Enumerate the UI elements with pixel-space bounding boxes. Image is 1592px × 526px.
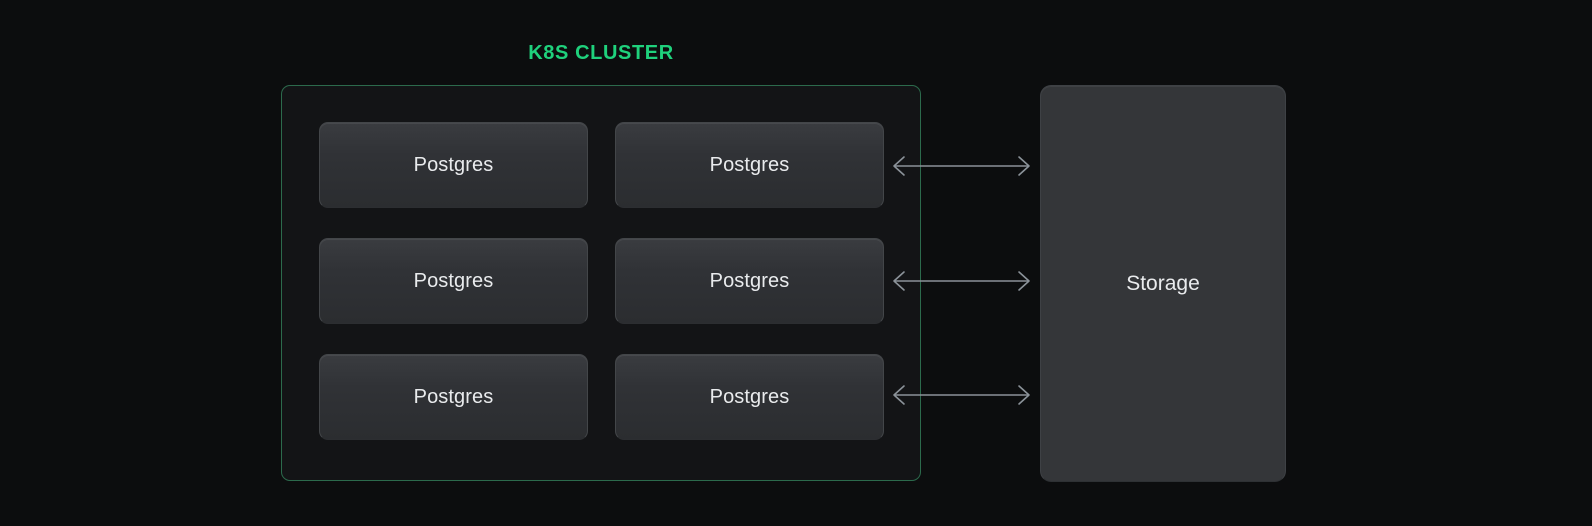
postgres-node-label: Postgres bbox=[709, 154, 790, 176]
postgres-node[interactable]: Postgres bbox=[319, 122, 588, 208]
postgres-node-label: Postgres bbox=[413, 154, 494, 176]
postgres-node-grid: Postgres Postgres Postgres Postgres Post… bbox=[319, 122, 884, 441]
postgres-node-label: Postgres bbox=[413, 270, 494, 292]
postgres-node[interactable]: Postgres bbox=[615, 122, 884, 208]
postgres-node[interactable]: Postgres bbox=[319, 238, 588, 324]
postgres-node-label: Postgres bbox=[709, 386, 790, 408]
postgres-node-label: Postgres bbox=[709, 270, 790, 292]
postgres-node[interactable]: Postgres bbox=[615, 354, 884, 440]
cluster-title: K8S CLUSTER bbox=[528, 42, 674, 64]
postgres-node-label: Postgres bbox=[413, 386, 494, 408]
storage-label: Storage bbox=[1126, 272, 1200, 295]
postgres-node[interactable]: Postgres bbox=[319, 354, 588, 440]
postgres-node[interactable]: Postgres bbox=[615, 238, 884, 324]
storage-box[interactable]: Storage bbox=[1040, 85, 1286, 482]
